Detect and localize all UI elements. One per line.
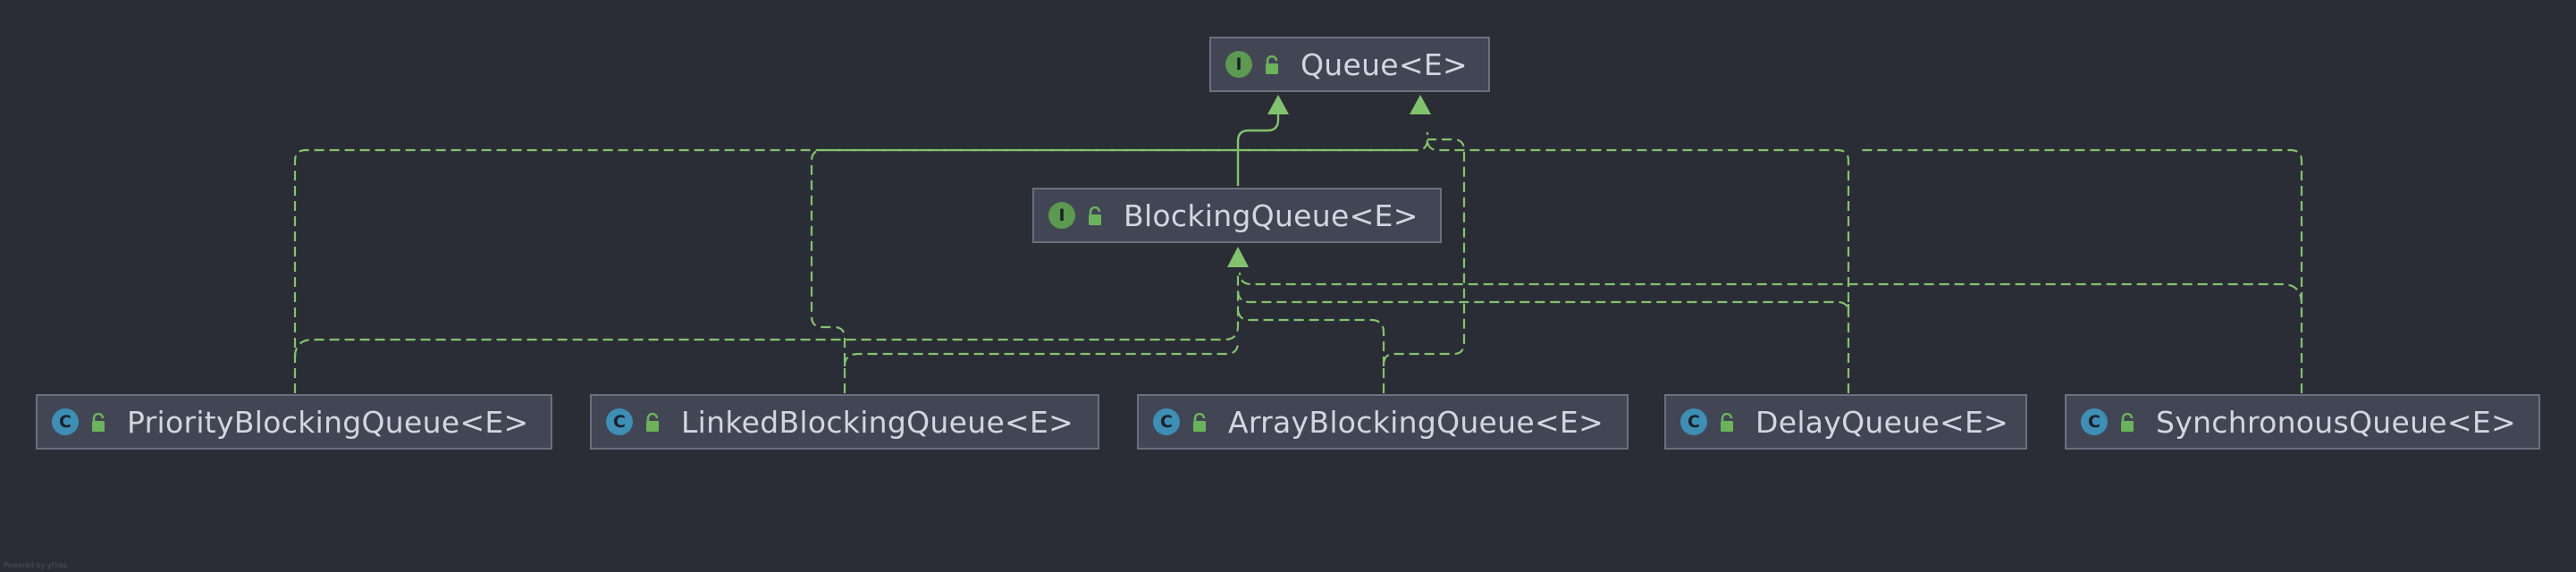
arrow-head-queue-right — [1410, 95, 1431, 114]
edge-priority-blocking — [293, 273, 1240, 358]
node-priority-blocking-queue[interactable]: C PriorityBlockingQueue<E> — [36, 394, 552, 450]
node-linked-blocking-queue[interactable]: C LinkedBlockingQueue<E> — [590, 394, 1099, 450]
class-icon: C — [606, 408, 633, 435]
arrow-head-blocking — [1227, 247, 1249, 267]
lock-open-icon — [644, 405, 661, 440]
lock-open-icon — [2118, 405, 2136, 440]
edge-blocking-queue — [1236, 109, 1280, 186]
edge-linked-blocking — [843, 341, 1240, 367]
edge-linked-queue — [810, 148, 1417, 393]
edge-delay-queue — [1426, 139, 1850, 393]
edge-synchronous-blocking — [1238, 272, 2303, 305]
lock-open-icon — [1086, 198, 1104, 233]
edge-array-queue — [1382, 138, 1466, 393]
class-icon: C — [2081, 408, 2108, 435]
lock-open-icon — [1718, 405, 1736, 440]
edge-priority-queue — [293, 132, 1429, 393]
watermark: Powered by yFiles — [4, 561, 68, 569]
edge-delay-blocking — [1236, 290, 1850, 314]
class-icon: C — [1153, 408, 1180, 435]
node-label: SynchronousQueue<E> — [2156, 404, 2516, 440]
node-label: ArrayBlockingQueue<E> — [1228, 404, 1604, 440]
arrow-head-queue-left — [1267, 95, 1289, 114]
node-synchronous-queue[interactable]: C SynchronousQueue<E> — [2065, 394, 2540, 450]
node-delay-queue[interactable]: C DelayQueue<E> — [1664, 394, 2027, 450]
node-label: LinkedBlockingQueue<E> — [681, 404, 1074, 440]
lock-open-icon — [89, 405, 107, 440]
node-label: DelayQueue<E> — [1755, 404, 2009, 440]
node-label: BlockingQueue<E> — [1124, 198, 1418, 233]
node-label: PriorityBlockingQueue<E> — [127, 404, 529, 440]
lock-open-icon — [1191, 405, 1208, 440]
interface-icon: I — [1048, 202, 1075, 229]
node-array-blocking-queue[interactable]: C ArrayBlockingQueue<E> — [1137, 394, 1629, 450]
interface-icon: I — [1225, 51, 1252, 78]
class-icon: C — [1680, 408, 1707, 435]
node-blocking-queue[interactable]: I BlockingQueue<E> — [1032, 188, 1442, 243]
edge-array-blocking — [1236, 307, 1385, 366]
lock-open-icon — [1263, 47, 1281, 82]
class-icon: C — [52, 408, 79, 435]
edge-synchronous-queue — [1859, 148, 2303, 393]
node-queue[interactable]: I Queue<E> — [1209, 37, 1490, 92]
node-label: Queue<E> — [1301, 46, 1468, 82]
